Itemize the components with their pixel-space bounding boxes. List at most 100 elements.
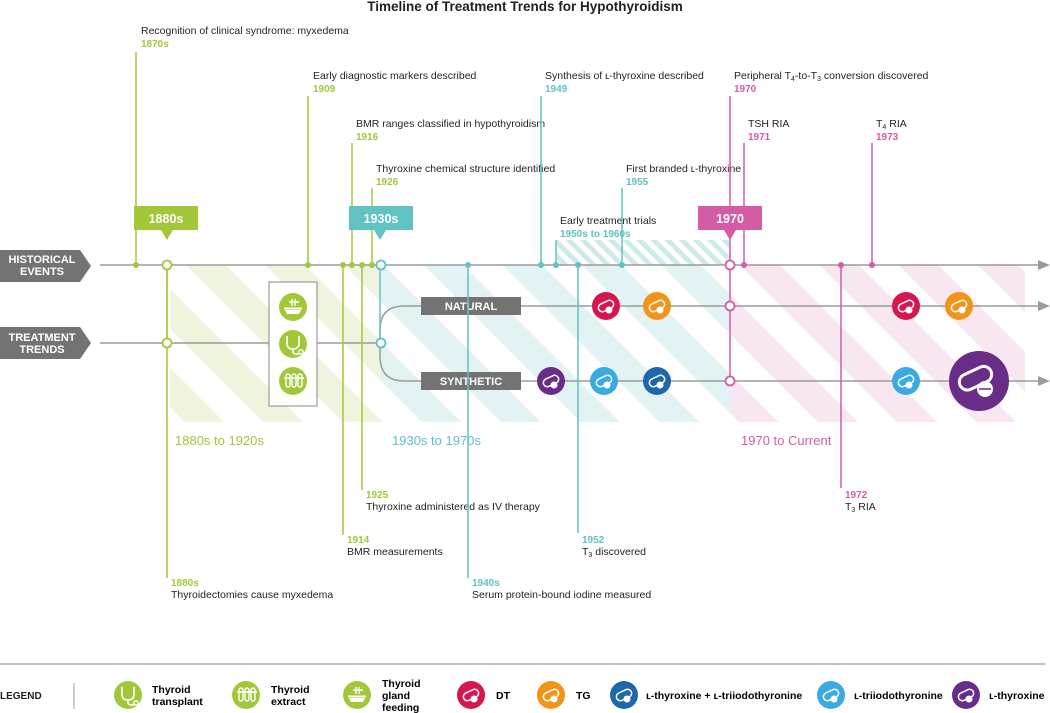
event-1972-text: T3 RIA [845, 501, 876, 514]
early-treatment-trials-band [556, 240, 730, 265]
l-thyroxine-pill-icon [537, 367, 565, 395]
feeding-bowl-icon [279, 293, 307, 321]
event-1971-marker [741, 262, 747, 268]
event-1940s-marker [465, 262, 471, 268]
event-1950s-marker [553, 262, 559, 268]
era-1880s-marker-bottom [161, 337, 173, 349]
event-1949-year: 1949 [545, 84, 568, 95]
legend-transplant-1: Thyroid [152, 684, 191, 696]
event-1914-text: BMR measurements [347, 546, 443, 558]
event-1955-text: First branded ʟ-thyroxine [626, 163, 741, 175]
event-1971-year: 1971 [748, 132, 771, 143]
event-1940s-year: 1940s [472, 578, 500, 589]
l-thyroxine-pill-icon-large [949, 351, 1009, 411]
tg-pill-icon [643, 292, 671, 320]
era-band-1930s [380, 265, 730, 422]
legend-t3: ʟ-triiodothyronine [854, 690, 943, 702]
event-1952-text: T3 discovered [582, 546, 646, 559]
stethoscope-icon [114, 681, 142, 709]
legend-lt: ʟ-thyroxine [989, 690, 1045, 702]
treatment-trends-tag [0, 327, 91, 359]
historical-arrowhead [1038, 260, 1050, 270]
l-thyroxine-plus-l-triiodothyronine-pill-icon [610, 681, 638, 709]
dt-pill-icon [457, 681, 485, 709]
era-1970-marker-top [724, 259, 736, 271]
event-1880s-year: 1880s [171, 578, 199, 589]
era-1880s-marker-top [161, 259, 173, 271]
event-1909-marker [305, 262, 311, 268]
l-thyroxine-plus-l-triiodothyronine-pill-icon [643, 367, 671, 395]
event-1916-year: 1916 [356, 132, 379, 143]
event-1970-year: 1970 [734, 84, 757, 95]
event-1971-text: TSH RIA [748, 118, 789, 130]
legend-heading: LEGEND [0, 691, 42, 702]
era-tag-1880s-label: 1880s [149, 212, 184, 226]
event-1926-text: Thyroxine chemical structure identified [376, 163, 555, 175]
event-1916-marker [349, 262, 355, 268]
l-triiodothyronine-pill-icon [590, 367, 618, 395]
page-title: Timeline of Treatment Trends for Hypothy… [367, 0, 683, 14]
era-tag-1970-pointer [724, 230, 736, 240]
historical-events-tag [0, 250, 91, 282]
event-1925-year: 1925 [366, 490, 389, 501]
era-tag-1930s-label: 1930s [364, 212, 399, 226]
event-1955-marker [619, 262, 625, 268]
event-1909-year: 1909 [313, 84, 336, 95]
dt-pill-icon [592, 292, 620, 320]
legend-dt: DT [496, 690, 511, 702]
event-1952-year: 1952 [582, 535, 605, 546]
natural-tag [421, 297, 521, 315]
event-1880s-text: Thyroidectomies cause myxedema [171, 589, 333, 601]
era-1970-marker-natural [724, 300, 736, 312]
era-label-1880s: 1880s to 1920s [175, 433, 264, 448]
event-1914-year: 1914 [347, 535, 370, 546]
historical-events-label-1: HISTORICAL [8, 254, 75, 266]
era-1930s-marker-top [375, 259, 387, 271]
tg-pill-icon [537, 681, 565, 709]
event-1914-marker [340, 262, 346, 268]
event-1955-year: 1955 [626, 177, 649, 188]
event-1926-year: 1926 [376, 177, 399, 188]
event-1949-text: Synthesis of ʟ-thyroxine described [545, 70, 704, 82]
legend-transplant-2: transplant [152, 696, 203, 708]
event-1950s-text: Early treatment trials [560, 215, 656, 227]
era-label-1930s: 1930s to 1970s [392, 433, 481, 448]
l-thyroxine-pill-icon [952, 681, 980, 709]
event-1970-text: Peripheral T4-to-T3 conversion discovere… [734, 70, 929, 83]
legend-extract-1: Thyroid [271, 684, 310, 696]
legend-feeding-1: Thyroid [382, 678, 421, 690]
stethoscope-icon [279, 330, 307, 358]
l-triiodothyronine-pill-icon [892, 367, 920, 395]
era-label-1970: 1970 to Current [741, 433, 832, 448]
event-1950s-year: 1950s to 1960s [560, 229, 631, 240]
legend-feeding-2: gland [382, 690, 410, 702]
era-tag-1930s-pointer [374, 230, 386, 240]
test-tubes-icon [279, 367, 307, 395]
natural-label: NATURAL [445, 301, 498, 313]
feeding-bowl-icon [343, 681, 371, 709]
natural-arrowhead [1038, 301, 1050, 311]
l-triiodothyronine-pill-icon [817, 681, 845, 709]
tg-pill-icon [945, 292, 973, 320]
event-1870s-text: Recognition of clinical syndrome: myxede… [141, 25, 349, 37]
event-1926-marker [369, 262, 375, 268]
event-1973-year: 1973 [876, 132, 899, 143]
event-1909-text: Early diagnostic markers described [313, 70, 477, 82]
event-1870s-marker [133, 262, 139, 268]
event-1973-text: T4 RIA [876, 118, 907, 131]
era-1930s-marker-bottom [375, 337, 387, 349]
era-1970-marker-synthetic [724, 375, 736, 387]
era-tag-1970 [698, 206, 762, 230]
legend-lt-t3: ʟ-thyroxine + ʟ-triiodothyronine [646, 690, 802, 702]
legend-tg: TG [576, 690, 591, 702]
event-1870s-year: 1870s [141, 39, 169, 50]
era-tag-1970-label: 1970 [716, 212, 744, 226]
synthetic-tag [421, 372, 521, 390]
treatment-trends-label-1: TREATMENT [8, 332, 75, 344]
synthetic-arrowhead [1038, 376, 1050, 386]
event-1940s-text: Serum protein-bound iodine measured [472, 589, 651, 601]
era-tag-1880s [134, 206, 198, 230]
legend-feeding-3: feeding [382, 702, 419, 713]
event-1949-marker [538, 262, 544, 268]
test-tubes-icon [232, 681, 260, 709]
